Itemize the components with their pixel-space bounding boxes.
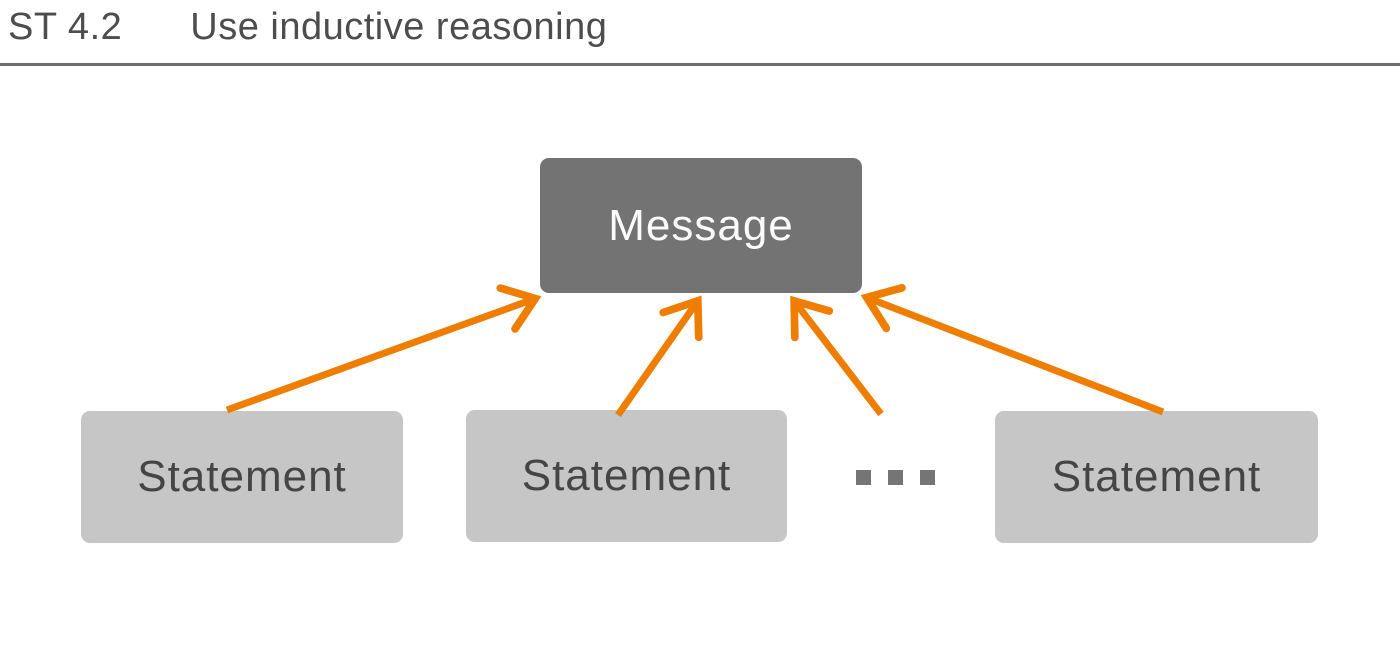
message-box-label: Message (608, 200, 794, 250)
header-rule (0, 63, 1400, 66)
statement-box-3: Statement (995, 411, 1318, 543)
message-box: Message (540, 158, 862, 293)
statement-box-3-label: Statement (1051, 452, 1262, 501)
slide-header: ST 4.2 Use inductive reasoning (8, 5, 607, 51)
ellipsis (856, 470, 935, 485)
statement-box-2-label: Statement (521, 451, 732, 500)
ellipsis-dot (920, 470, 935, 485)
arrow-ellipsis-to-message (790, 295, 884, 417)
arrow-statement2-to-message (615, 295, 703, 418)
arrow-statement3-to-message (860, 284, 1165, 416)
ellipsis-dot (856, 470, 871, 485)
arrow-statement1-to-message (225, 284, 542, 414)
ellipsis-dot (888, 470, 903, 485)
statement-box-1: Statement (81, 411, 403, 543)
statement-box-2: Statement (466, 410, 787, 542)
slide-code: ST 4.2 (8, 6, 123, 48)
statement-box-1-label: Statement (137, 452, 347, 501)
slide-title: Use inductive reasoning (190, 6, 608, 48)
